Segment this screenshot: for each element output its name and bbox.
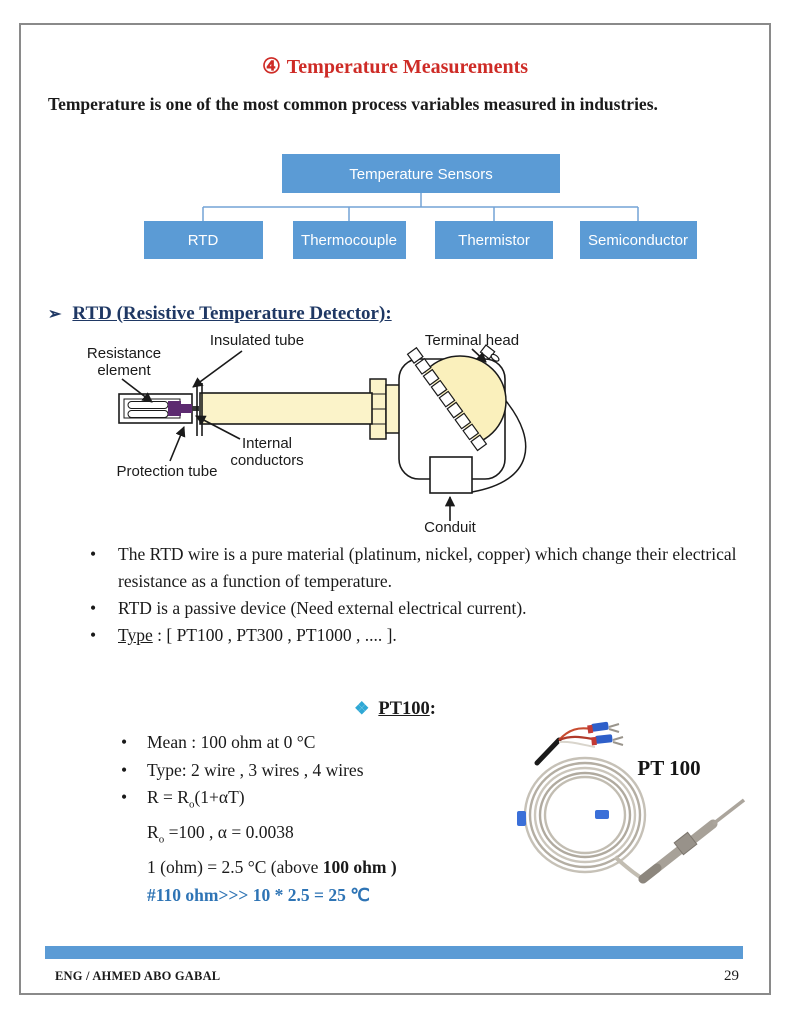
sensor-box-root-label: Temperature Sensors [349,166,492,183]
sensor-box-thermocouple: Thermocouple [293,221,406,259]
list-item: • Mean : 100 ohm at 0 °C [121,729,513,757]
label-protection-tube: Protection tube [117,463,218,480]
sensor-box-rtd-label: RTD [188,232,219,249]
label-insulated-tube: Insulated tube [210,332,304,349]
sensor-box-semiconductor-label: Semiconductor [588,232,688,249]
bullet-dot-icon: • [121,732,128,752]
bullet-dot-icon: • [90,625,97,645]
diamond-bullet-icon: ❖ [354,699,370,718]
sensor-box-semiconductor: Semiconductor [580,221,697,259]
footer-divider-bar [45,946,743,959]
pt100-photo-label: PT 100 [637,756,700,780]
sensor-box-thermistor-label: Thermistor [458,232,530,249]
label-resistance-element: Resistance [87,345,161,362]
sensor-box-rtd: RTD [144,221,263,259]
intro-paragraph: Temperature is one of the most common pr… [48,94,658,114]
terminal-head-shape [398,344,527,494]
pt100-r0-text: Ro =100 , α = 0.0038 [147,822,294,846]
protection-tube-shape [118,393,199,424]
list-item: • Type : [ PT100 , PT300 , PT1000 , ....… [90,622,738,649]
cable-curve-shape [471,400,527,493]
pt100-photo: PT 100 [517,721,746,884]
pt100-wire-types-text: Type: 2 wire , 3 wires , 4 wires [147,759,364,780]
rtd-bullet-2-text: RTD is a passive device (Need external e… [118,598,527,618]
rtd-heading-text: RTD (Resistive Temperature Detector): [72,303,392,324]
rtd-construction-diagram: Insulated tube Terminal head Resistance … [87,332,527,536]
screw-cap-band [406,346,488,452]
hierarchy-connector-lines [202,193,639,221]
pt100-bullet-list: • Mean : 100 ohm at 0 °C • Type: 2 wire … [121,729,513,909]
svg-text:conductors: conductors [230,452,303,469]
sensor-box-thermocouple-label: Thermocouple [301,232,397,249]
rtd-bullet-list: • The RTD wire is a pure material (plati… [90,541,738,649]
process-fitting-shape [369,378,401,440]
list-item: • The RTD wire is a pure material (plati… [90,541,738,595]
pt100-section-heading: ❖PT100: [354,699,436,719]
terminal-screw-shape [479,344,500,362]
sensors-hierarchy-diagram: Temperature Sensors RTD Thermocouple The… [144,154,697,259]
page-number: 29 [724,968,739,984]
circled-number-icon: ④ [261,54,281,78]
footer-author: ENG / AHMED ABO GABAL [55,969,221,983]
list-item: Ro =100 , α = 0.0038 [121,819,513,854]
pt100-mean-text: Mean : 100 ohm at 0 °C [147,732,316,752]
label-conduit: Conduit [424,519,477,536]
pt100-heading-text: PT100 [378,699,430,719]
bullet-dot-icon: • [90,544,97,564]
page-footer: ENG / AHMED ABO GABAL 29 [55,968,739,985]
cable-to-probe-shape [613,855,645,881]
rtd-section-heading: ➢ RTD (Resistive Temperature Detector): [48,303,392,325]
rtd-bullet-1-text: The RTD wire is a pure material (platinu… [118,544,737,591]
internal-conductor-shape [168,401,181,416]
label-internal-conductors: Internal [242,435,292,452]
arrowhead-bullet-icon: ➢ [48,306,62,323]
sensor-box-thermistor: Thermistor [435,221,553,259]
page-title-text: Temperature Measurements [286,56,529,78]
bullet-dot-icon: • [121,787,128,807]
probe-shape [638,798,746,884]
pt100-example-text: #110 ohm>>> 10 * 2.5 = 25 ℃ [147,884,370,905]
label-terminal-head: Terminal head [425,332,519,349]
list-item: • RTD is a passive device (Need external… [90,595,738,622]
conduit-shape [429,456,473,494]
bullet-dot-icon: • [121,759,128,780]
cable-tie-shape [517,811,526,826]
svg-text:element: element [97,362,151,379]
sensor-box-root: Temperature Sensors [282,154,560,193]
cable-tie-shape [595,810,609,819]
rtd-bullet-3-text: Type : [ PT100 , PT300 , PT1000 , .... ]… [118,625,397,645]
lead-wires-shape [534,721,624,766]
list-item: #110 ohm>>> 10 * 2.5 = 25 ℃ [121,882,513,910]
leader-arrows [121,348,487,521]
bullet-dot-icon: • [90,598,97,618]
resistance-element-shape [127,401,169,409]
insulated-tube-shape [199,392,373,425]
list-item: • Type: 2 wire , 3 wires , 4 wires [121,757,513,785]
pt100-formula-text: R = Ro(1+αT) [147,787,245,811]
list-item: 1 (ohm) = 2.5 °C (above 100 ohm ) [121,854,513,882]
cable-coil-shape [523,756,647,874]
list-item: • R = Ro(1+αT) [121,784,513,819]
pt100-ohm-text: 1 (ohm) = 2.5 °C (above 100 ohm ) [147,857,397,877]
